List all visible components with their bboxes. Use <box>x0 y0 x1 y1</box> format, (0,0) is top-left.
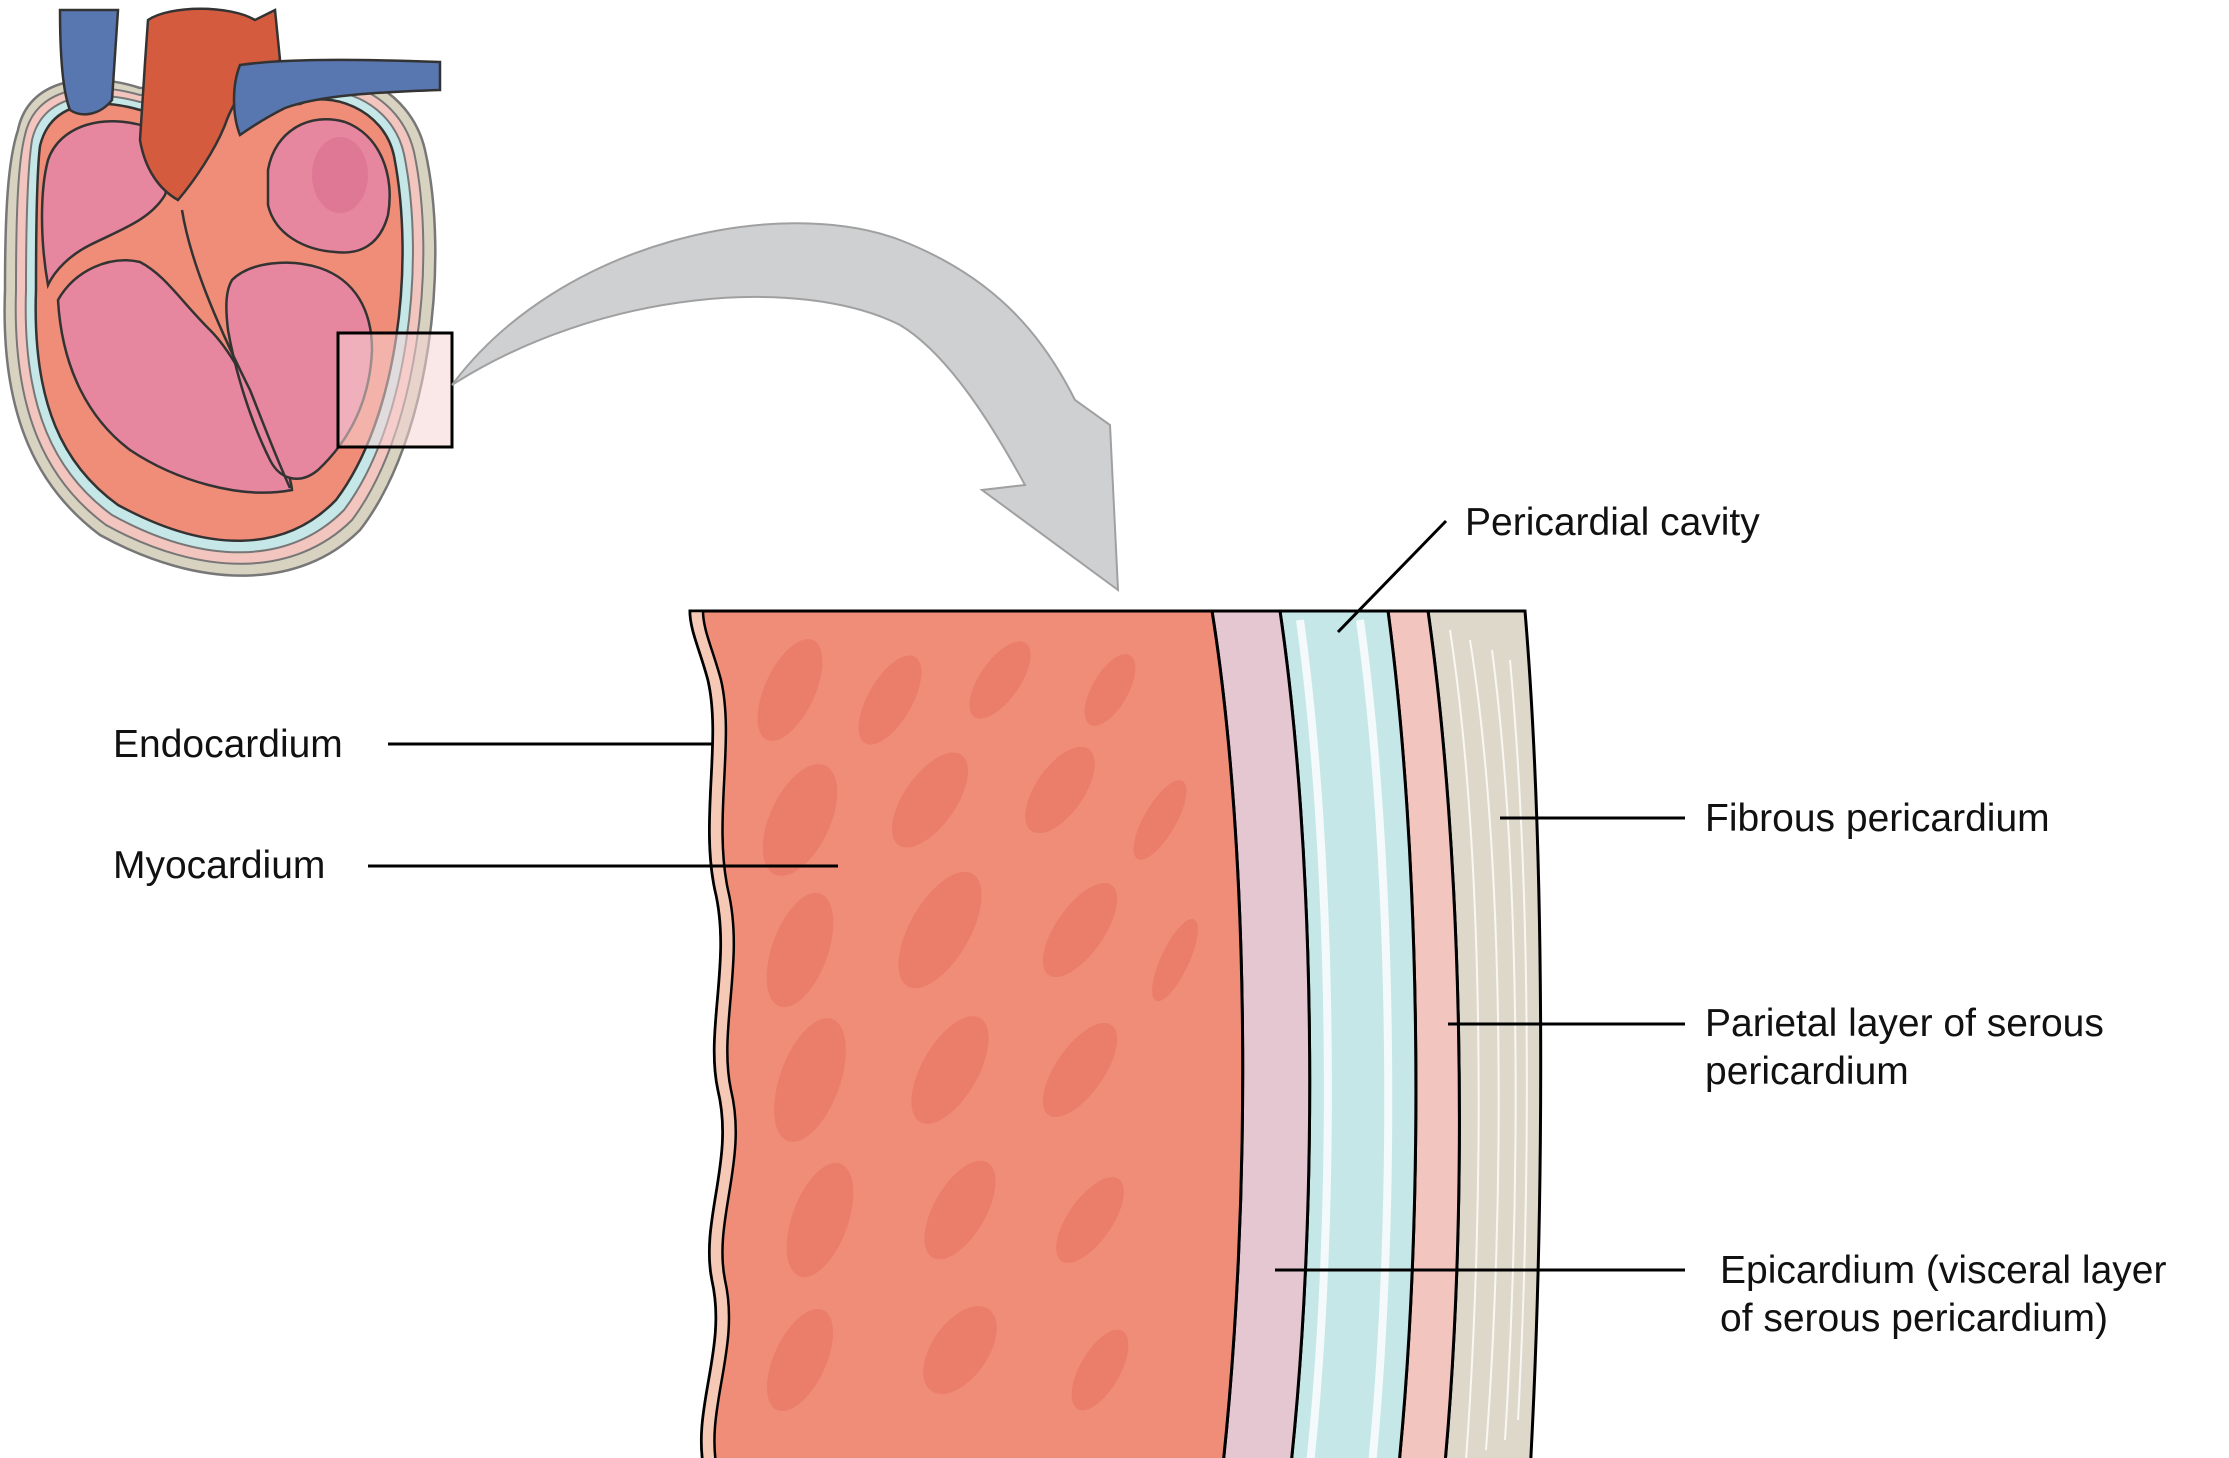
label-endocardium: Endocardium <box>113 723 343 766</box>
endocardium-layer <box>688 609 738 1458</box>
zoom-box <box>336 331 454 449</box>
label-fibrous-pericardium: Fibrous pericardium <box>1705 797 2050 840</box>
curved-arrow-icon <box>451 222 1120 593</box>
heart-wall-section <box>688 609 1543 1458</box>
heart-right-atrium <box>40 120 172 290</box>
label-parietal-layer-line1: Parietal layer of serous <box>1705 1002 2104 1045</box>
label-epicardium-line2: of serous pericardium) <box>1720 1297 2108 1340</box>
myocardium-fibers <box>757 639 1198 1412</box>
fibrous-pericardium-striations <box>1449 629 1528 1458</box>
label-pericardial-cavity: Pericardial cavity <box>1465 501 1760 544</box>
label-myocardium: Myocardium <box>113 844 325 887</box>
heart-cross-section-icon <box>3 7 454 577</box>
heart-left-atrium-inner <box>312 137 368 213</box>
label-epicardium-line1: Epicardium (visceral layer <box>1720 1249 2166 1292</box>
pericardial-cavity-leader <box>1336 519 1448 634</box>
heart-aorta <box>138 7 282 202</box>
heart-septum <box>180 209 292 489</box>
pericardial-cavity-highlight-left <box>1296 619 1332 1458</box>
heart-pulmonary-vessels <box>232 58 442 137</box>
heart-vena-cava <box>58 8 120 116</box>
label-parietal-layer-line2: pericardium <box>1705 1050 1909 1093</box>
pericardial-cavity-highlight <box>1356 619 1393 1458</box>
